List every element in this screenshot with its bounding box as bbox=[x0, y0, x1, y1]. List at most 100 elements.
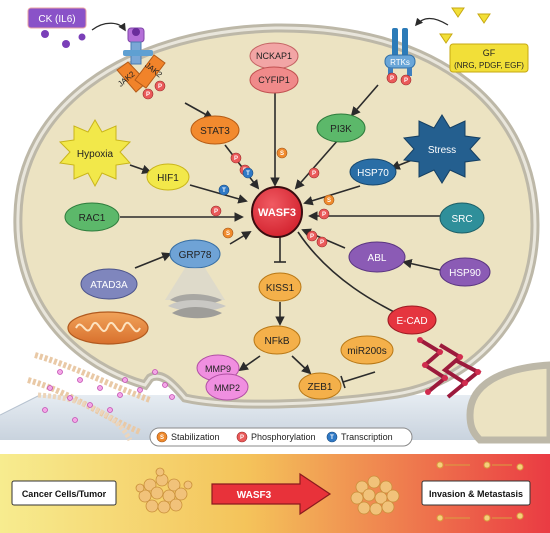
secreted-mmp-dots bbox=[42, 369, 175, 423]
p-badge: P bbox=[154, 80, 166, 92]
neighbor-cell bbox=[466, 361, 550, 444]
hif1-label: HIF1 bbox=[157, 173, 179, 184]
stress-node: Stress bbox=[402, 114, 482, 184]
stat3-label: STAT3 bbox=[200, 126, 230, 137]
svg-text:S: S bbox=[226, 231, 230, 237]
rtk-receptor: RTKs bbox=[384, 28, 416, 76]
pi3k-label: PI3K bbox=[330, 124, 352, 135]
p-badge: P bbox=[308, 167, 320, 179]
mmp2-node: MMP2 bbox=[205, 373, 249, 401]
svg-text:P: P bbox=[240, 435, 244, 441]
rac1-node: RAC1 bbox=[64, 202, 120, 232]
svg-text:S: S bbox=[280, 151, 284, 157]
p-badge: P bbox=[400, 74, 412, 86]
svg-text:T: T bbox=[330, 435, 334, 441]
ecad-label: E-CAD bbox=[396, 316, 427, 327]
p-badge: P bbox=[318, 208, 330, 220]
migrating-cells-graphic bbox=[436, 461, 524, 522]
abl-label: ABL bbox=[368, 253, 387, 264]
svg-text:P: P bbox=[322, 212, 326, 218]
hsp70-label: HSP70 bbox=[357, 168, 389, 179]
stress-label: Stress bbox=[428, 145, 456, 156]
src-node: SRC bbox=[439, 202, 485, 234]
p-badge: P bbox=[306, 230, 318, 242]
nfkb-node: NFkB bbox=[253, 325, 301, 355]
svg-text:P: P bbox=[310, 234, 314, 240]
ck-label-box: CK (IL6) bbox=[27, 7, 87, 29]
legend-transcription-label: Transcription bbox=[341, 432, 393, 442]
gf-label-box: GF (NRG, PDGF, EGF) bbox=[449, 43, 529, 73]
svg-text:P: P bbox=[214, 209, 218, 215]
progression-banner: Cancer Cells/Tumor WASF3 Invasion & Meta… bbox=[0, 454, 550, 533]
stat3-node: STAT3 bbox=[190, 115, 240, 145]
svg-text:S: S bbox=[327, 198, 331, 204]
hsp70-node: HSP70 bbox=[349, 158, 397, 186]
legend-stabilization: S Stabilization bbox=[156, 431, 220, 443]
hsp90-node: HSP90 bbox=[439, 257, 491, 287]
mir200s-label: miR200s bbox=[347, 346, 386, 357]
wasf3-arrow-label: WASF3 bbox=[237, 490, 272, 501]
svg-text:S: S bbox=[160, 435, 164, 441]
ecadherin-junction-graphic bbox=[417, 337, 482, 399]
endoplasmic-reticulum-graphic bbox=[165, 268, 226, 319]
legend-phosphorylation: P Phosphorylation bbox=[236, 431, 316, 443]
mitochondrion-graphic bbox=[67, 311, 149, 345]
mir200s-node: miR200s bbox=[340, 335, 394, 365]
cyfip1-label: CYFIP1 bbox=[258, 75, 290, 85]
modification-badges: P P P P P P P P P P P S S S T T bbox=[142, 72, 412, 248]
ck-label: CK (IL6) bbox=[38, 14, 75, 25]
src-label: SRC bbox=[451, 214, 472, 225]
gf-binding-arrow bbox=[414, 17, 449, 27]
hypoxia-node: Hypoxia bbox=[58, 119, 132, 188]
s-badge: S bbox=[323, 194, 335, 206]
gf-label-line1: GF bbox=[483, 48, 496, 58]
rtks-label: RTKs bbox=[390, 58, 410, 67]
mmp2-label: MMP2 bbox=[214, 383, 240, 393]
t-badge: T bbox=[218, 184, 230, 196]
svg-text:P: P bbox=[312, 171, 316, 177]
abl-node: ABL bbox=[348, 241, 406, 273]
pi3k-node: PI3K bbox=[316, 113, 366, 143]
grp78-node: GRP78 bbox=[169, 239, 221, 269]
rac1-label: RAC1 bbox=[79, 213, 106, 224]
legend-phosphorylation-label: Phosphorylation bbox=[251, 432, 316, 442]
il6-receptor bbox=[123, 27, 153, 65]
svg-text:T: T bbox=[222, 188, 226, 194]
zeb1-node: ZEB1 bbox=[298, 372, 342, 400]
legend: S Stabilization P Phosphorylation T Tran… bbox=[149, 427, 413, 447]
wasf3-label: WASF3 bbox=[258, 207, 296, 219]
grp78-label: GRP78 bbox=[179, 250, 212, 261]
legend-transcription: T Transcription bbox=[326, 431, 393, 443]
ecm-fibers bbox=[27, 352, 152, 442]
wasf3-node: WASF3 bbox=[251, 186, 303, 238]
kiss1-node: KISS1 bbox=[258, 272, 302, 302]
ecad-node: E-CAD bbox=[387, 305, 437, 335]
p-badge: P bbox=[230, 152, 242, 164]
tumor-cluster-graphic bbox=[135, 467, 193, 514]
svg-text:P: P bbox=[234, 156, 238, 162]
s-badge: S bbox=[222, 227, 234, 239]
ck-binding-arrow bbox=[91, 22, 126, 32]
gf-triangles bbox=[439, 7, 491, 44]
svg-text:P: P bbox=[404, 78, 408, 84]
svg-text:P: P bbox=[320, 240, 324, 246]
jak2-right-node: JAK2 bbox=[134, 54, 166, 89]
mmp9-label: MMP9 bbox=[205, 364, 231, 374]
zeb1-label: ZEB1 bbox=[307, 382, 332, 393]
p-badge: P bbox=[142, 88, 154, 100]
t-badge: T bbox=[242, 167, 254, 179]
nckap1-label: NCKAP1 bbox=[256, 51, 292, 61]
svg-text:P: P bbox=[146, 92, 150, 98]
hif1-node: HIF1 bbox=[146, 163, 190, 191]
p-badge: P bbox=[316, 236, 328, 248]
nckap1-node: NCKAP1 bbox=[249, 42, 299, 70]
nfkb-label: NFkB bbox=[265, 336, 290, 347]
p-badge: P bbox=[386, 72, 398, 84]
s-badge: S bbox=[276, 147, 288, 159]
svg-text:P: P bbox=[158, 84, 162, 90]
legend-stabilization-label: Stabilization bbox=[171, 432, 220, 442]
gf-label-line2: (NRG, PDGF, EGF) bbox=[454, 61, 524, 70]
atad3a-label: ATAD3A bbox=[90, 280, 128, 291]
cancer-cells-label: Cancer Cells/Tumor bbox=[22, 489, 107, 499]
